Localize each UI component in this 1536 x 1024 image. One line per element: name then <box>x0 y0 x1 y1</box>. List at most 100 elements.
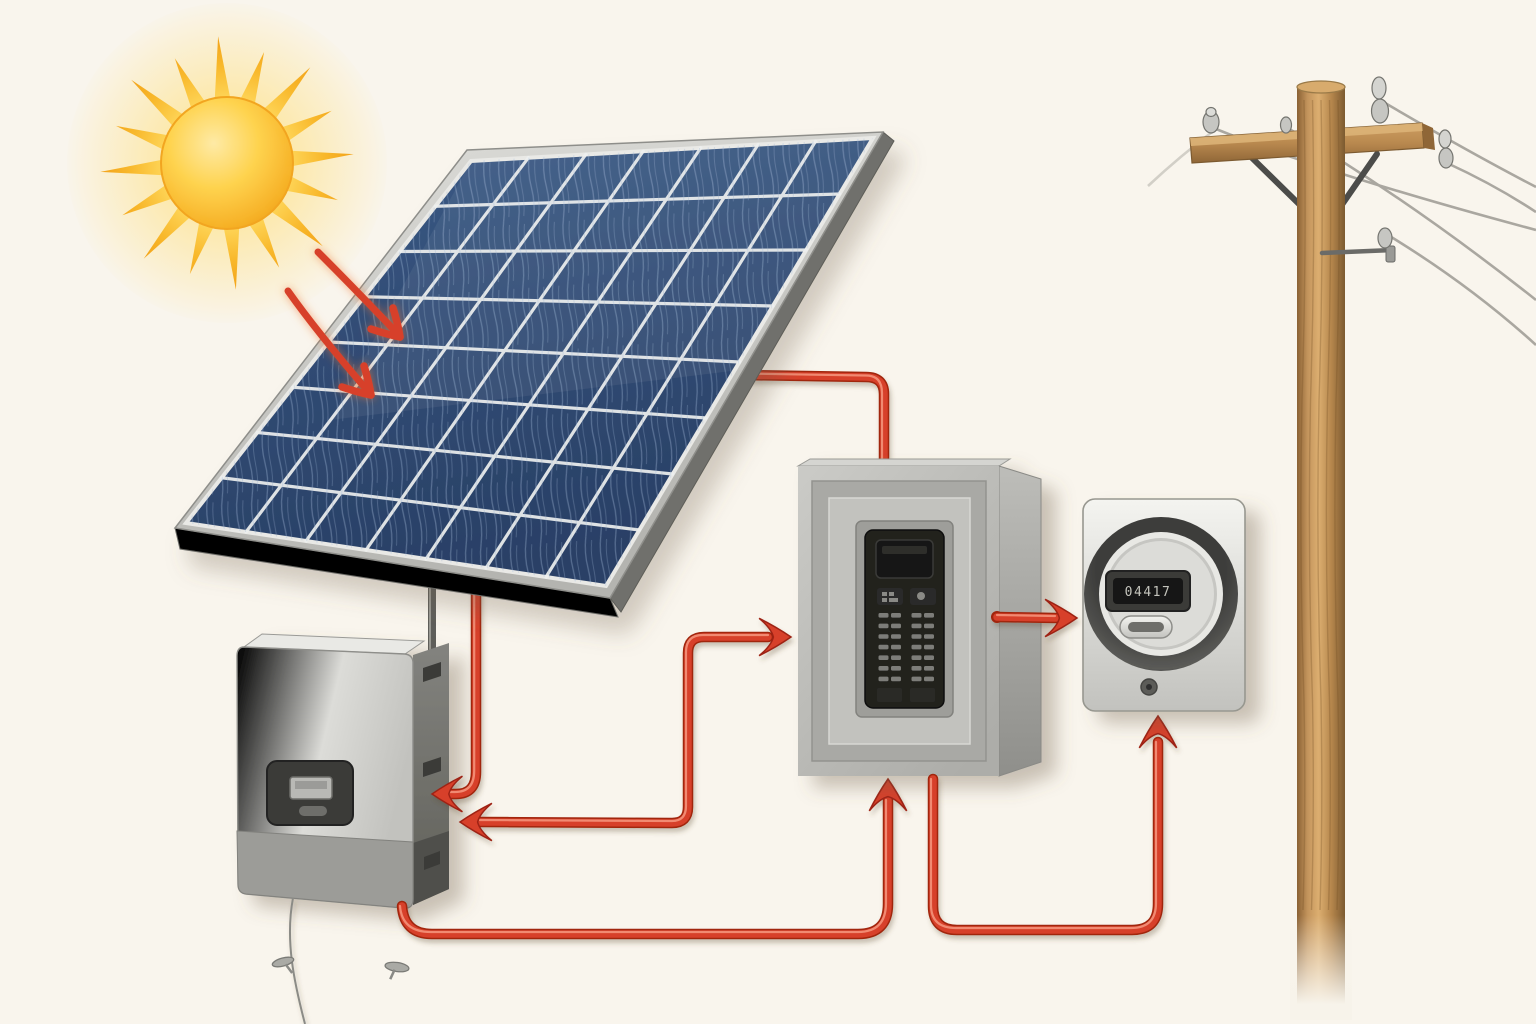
wood-grain-line <box>1325 99 1332 911</box>
wood-grain-line <box>1334 99 1340 911</box>
sun-ray <box>214 36 232 107</box>
electric-meter: 04417 <box>1082 498 1246 712</box>
wood-grain-line <box>1317 99 1323 911</box>
breaker-switch <box>924 623 934 629</box>
pole-grain <box>1300 99 1340 911</box>
sun-ray <box>116 125 176 153</box>
wood-grain-line <box>1308 99 1315 911</box>
breaker-switch <box>878 666 889 671</box>
wire-inverter-to-breaker-left <box>459 617 792 842</box>
sun-ray <box>274 110 332 146</box>
wire-breaker-to-meter <box>991 598 1078 638</box>
insulator <box>1438 129 1454 169</box>
sun-ray <box>143 200 196 259</box>
breaker-bottom-block <box>910 688 935 702</box>
sun-ray <box>283 150 354 168</box>
sun-ray <box>100 158 171 176</box>
sun-ray <box>122 180 180 216</box>
breaker-block <box>877 588 903 605</box>
inverter-side-bottom <box>413 831 449 905</box>
inverter <box>236 633 449 909</box>
utility-pole <box>1147 76 1536 1020</box>
wall-anchor <box>384 961 410 980</box>
breaker-panel <box>796 458 1042 777</box>
breaker-switch-rows <box>878 613 934 682</box>
wall-anchors <box>271 956 410 980</box>
breaker-block-icon <box>882 592 925 602</box>
wood-grain-line <box>1300 99 1306 911</box>
breaker-bottom-block <box>877 688 902 702</box>
pole-trunk <box>1290 80 1396 1020</box>
insulators <box>1202 76 1454 169</box>
wire-panel-to-breaker <box>735 369 890 478</box>
power-line <box>1446 161 1536 214</box>
brace-right <box>1338 151 1380 209</box>
inverter-latch <box>424 851 440 870</box>
breaker-switch <box>911 613 922 618</box>
meter-display-screen <box>1113 578 1183 604</box>
wire-panel-to-inverter <box>431 579 482 813</box>
sun-rays <box>100 36 354 290</box>
breaker-switch <box>891 655 901 660</box>
breaker-switch <box>924 666 934 671</box>
breaker-switch <box>878 634 889 639</box>
insulator <box>1279 116 1293 134</box>
breaker-switch <box>911 634 922 639</box>
meter-reading: 04417 <box>1125 585 1172 600</box>
breaker-switch <box>911 644 922 650</box>
sun-ray <box>174 58 210 116</box>
breaker-switch <box>924 644 934 650</box>
sunlight-arrows <box>284 248 404 399</box>
sun <box>67 3 387 323</box>
breaker-switch <box>924 676 934 682</box>
breaker-switch <box>924 613 934 618</box>
wire-inverter-to-breaker-bottom <box>396 778 908 940</box>
wall-anchor <box>271 956 295 974</box>
sun-core <box>160 96 294 230</box>
sun-ray <box>237 52 265 112</box>
breaker-switch <box>911 655 922 660</box>
breaker-switch <box>878 613 889 618</box>
insulator <box>1370 76 1390 124</box>
sun-ray <box>189 214 217 274</box>
main-breaker-handle <box>882 546 927 554</box>
power-line <box>1147 127 1217 187</box>
breaker-switch <box>911 623 922 629</box>
breaker-switch <box>878 655 889 660</box>
insulator <box>1202 106 1220 134</box>
panel-sheen <box>330 138 873 420</box>
inverter-display-line <box>295 781 327 789</box>
sun-ray <box>244 210 280 268</box>
inverter-latch <box>423 662 441 682</box>
crossarm-braces <box>1244 150 1380 209</box>
pole-bracket <box>1319 227 1396 263</box>
breaker-switch <box>891 644 901 650</box>
power-line <box>1387 233 1536 346</box>
breaker-switch <box>924 634 934 639</box>
sun-ray <box>258 67 311 126</box>
inverter-latch <box>423 757 441 777</box>
meter-screw-center <box>1146 684 1152 690</box>
brace-left <box>1244 150 1304 209</box>
sunlight-arrow <box>314 248 404 341</box>
inverter-display-button <box>299 806 327 816</box>
breaker-switch <box>924 655 934 660</box>
breaker-switch <box>878 644 889 650</box>
breaker-switch <box>891 676 901 682</box>
sun-ray <box>222 219 240 290</box>
sun-ray <box>264 194 323 247</box>
breaker-switch <box>891 623 901 629</box>
breaker-switch <box>911 676 922 682</box>
solar-panel <box>173 131 895 618</box>
breaker-switch <box>891 634 901 639</box>
sun-ray <box>278 173 338 201</box>
sun-ray <box>131 79 190 132</box>
power-line <box>1379 98 1536 189</box>
breaker-switch <box>891 666 901 671</box>
main-breaker <box>875 539 934 579</box>
breaker-switch <box>911 666 922 671</box>
wire-breaker-to-meter-bottom <box>927 715 1178 936</box>
sunlight-arrow <box>284 287 375 399</box>
breaker-top-face <box>796 458 1012 467</box>
power-lines <box>1147 98 1536 346</box>
